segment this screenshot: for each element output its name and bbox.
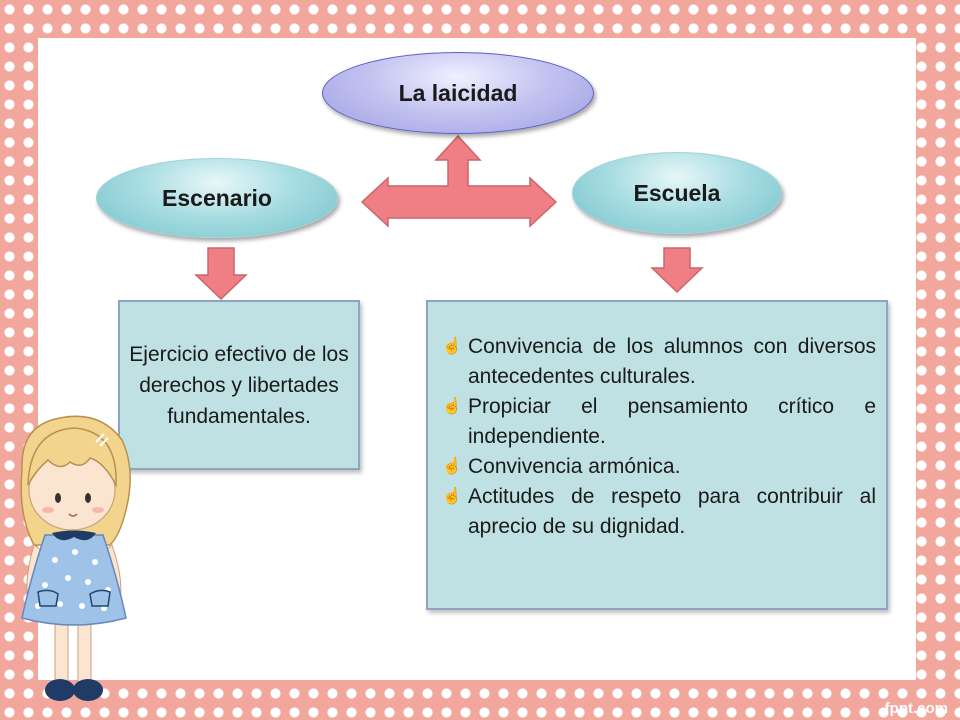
watermark: fppt.com xyxy=(884,700,948,717)
list-item-text: Convivencia armónica. xyxy=(468,455,681,478)
node-escenario: Escenario xyxy=(96,158,338,238)
pointing-hand-icon: ☝ xyxy=(442,488,462,505)
node-la-laicidad-label: La laicidad xyxy=(398,79,518,106)
t-arrow-connector xyxy=(360,134,558,228)
pointing-hand-icon: ☝ xyxy=(442,338,462,355)
list-item: ☝ Convivencia armónica. xyxy=(442,452,876,482)
list-item-text: Convivencia de los alumnos con diversos … xyxy=(468,335,876,388)
node-escuela-label: Escuela xyxy=(633,179,721,206)
pointing-hand-icon: ☝ xyxy=(442,398,462,415)
list-item: ☝ Actitudes de respeto para contribuir a… xyxy=(442,482,876,542)
down-arrow-right xyxy=(650,247,704,294)
down-arrow-left xyxy=(194,247,248,301)
escuela-list: ☝ Convivencia de los alumnos con diverso… xyxy=(442,332,876,542)
escenario-description-text: Ejercicio efectivo de los derechos y lib… xyxy=(129,342,349,428)
escenario-description-box: Ejercicio efectivo de los derechos y lib… xyxy=(118,300,360,470)
list-item-text: Actitudes de respeto para contribuir al … xyxy=(468,485,876,538)
node-escenario-label: Escenario xyxy=(162,184,272,211)
pointing-hand-icon: ☝ xyxy=(442,458,462,475)
node-la-laicidad: La laicidad xyxy=(322,52,594,134)
list-item: ☝ Convivencia de los alumnos con diverso… xyxy=(442,332,876,392)
escuela-list-box: ☝ Convivencia de los alumnos con diverso… xyxy=(426,300,888,610)
node-escuela: Escuela xyxy=(572,152,782,234)
list-item: ☝ Propiciar el pensamiento crítico e ind… xyxy=(442,392,876,452)
list-item-text: Propiciar el pensamiento crítico e indep… xyxy=(468,395,876,448)
